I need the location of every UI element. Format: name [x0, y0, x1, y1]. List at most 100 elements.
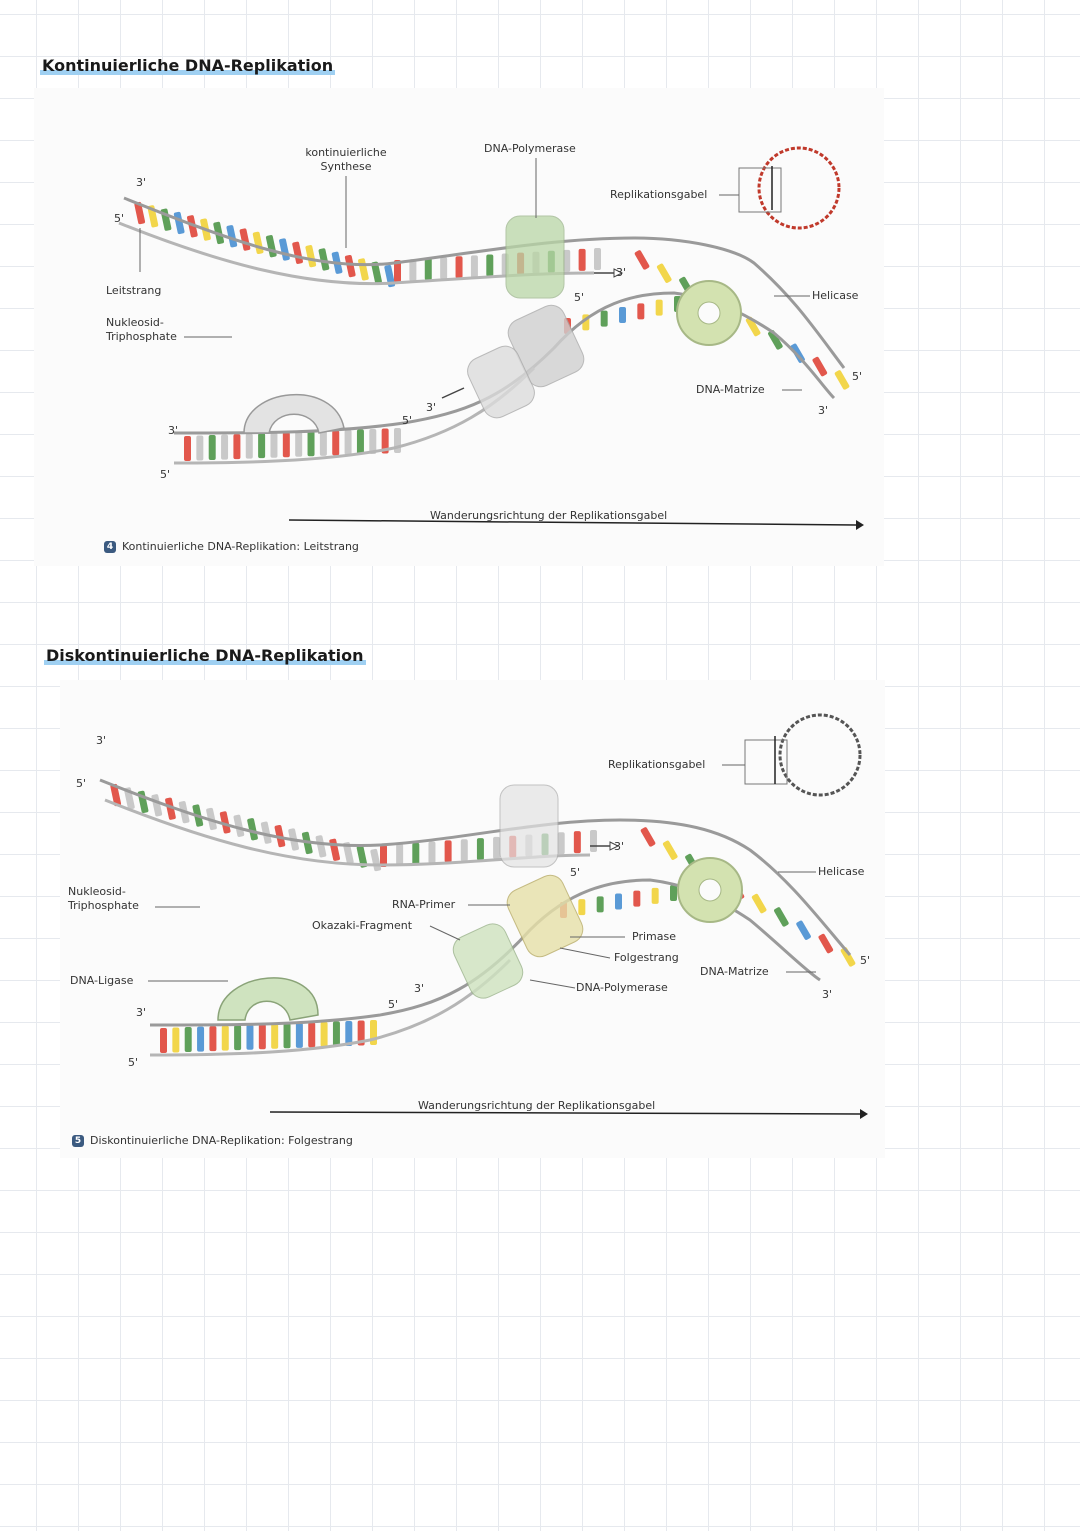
- wanderung-arrow: [269, 1111, 861, 1115]
- prime-label: 3': [168, 424, 179, 437]
- base-pair-rung: [357, 1020, 365, 1046]
- wanderung-arrow: [288, 519, 857, 526]
- diagram-discontinuous-replication: Replikationsgabel Helicase Nukleosid- Tr…: [60, 680, 885, 1158]
- base-pair-rung: [428, 841, 436, 864]
- base-pair-rung: [634, 250, 650, 270]
- prime-label: 5': [388, 998, 399, 1011]
- label-nukleosid-triphosphate: Nukleosid- Triphosphate: [68, 885, 139, 912]
- base-pair-rung: [315, 835, 327, 858]
- base-pair-rung: [173, 211, 185, 235]
- base-pair-rung: [344, 429, 352, 455]
- base-pair-rung: [444, 840, 452, 863]
- base-pair-rung: [662, 840, 678, 860]
- prime-label: 3': [616, 266, 627, 279]
- polymerase-lower-shape-2: [467, 345, 535, 419]
- base-pair-rung: [424, 258, 432, 281]
- label-okazaki-fragment: Okazaki-Fragment: [312, 919, 413, 932]
- base-pair-rung: [412, 842, 420, 865]
- base-pair-rung: [751, 893, 767, 914]
- base-pair-rung: [226, 225, 238, 248]
- base-pair-rung: [774, 907, 789, 927]
- prime-label: 3': [414, 982, 425, 995]
- base-pair-rung: [184, 1027, 192, 1053]
- base-pair-rung: [282, 432, 290, 458]
- base-pair-rung: [332, 430, 340, 456]
- prime-label: 3': [822, 988, 833, 1001]
- base-pair-rung: [380, 845, 387, 867]
- replikationsgabel-box: [738, 167, 782, 213]
- label-wanderungsrichtung: Wanderungsrichtung der Replikationsgabel: [418, 1099, 656, 1112]
- label-helicase: Helicase: [812, 289, 859, 302]
- replication-bubble-circle: [757, 146, 841, 230]
- base-pair-rung: [600, 310, 608, 327]
- base-pair-rung: [834, 370, 850, 390]
- base-pair-rung: [656, 263, 672, 283]
- prime-label: 3': [614, 840, 625, 853]
- base-pair-rung: [455, 256, 463, 279]
- base-pair-rung: [221, 434, 229, 460]
- base-pair-rung: [239, 228, 251, 251]
- base-pair-rung: [233, 434, 241, 460]
- base-pair-rung: [344, 254, 356, 278]
- prime-label: 5': [402, 414, 413, 427]
- lower-new-backbone: [149, 958, 512, 1057]
- base-pair-rung: [590, 830, 597, 852]
- base-pair-rung: [319, 430, 327, 456]
- base-pair-rung: [196, 435, 204, 461]
- diagram-continuous-replication: kontinuierliche Synthese DNA-Polymerase …: [34, 88, 884, 566]
- base-pair-rung: [283, 1023, 291, 1049]
- label-dna-matrize: DNA-Matrize: [700, 965, 769, 978]
- replication-bubble-circle: [778, 713, 862, 797]
- base-pair-rung: [818, 933, 834, 954]
- upper-template-backbone: [99, 778, 852, 956]
- base-pair-rung: [460, 839, 468, 862]
- base-pair-rung: [476, 838, 484, 861]
- base-pair-rung: [486, 254, 494, 277]
- prime-label: 5': [114, 212, 125, 225]
- base-pair-rung: [270, 432, 278, 458]
- prime-label: 5': [570, 866, 581, 879]
- base-pair-rung: [655, 299, 663, 316]
- prime-label: 5': [574, 291, 585, 304]
- dna-polymerase-shape: [452, 923, 524, 999]
- dna-illustration: [99, 713, 868, 1119]
- base-pair-rung: [409, 259, 417, 282]
- base-pair-rung: [651, 887, 659, 904]
- base-pair-rung: [219, 811, 231, 834]
- base-pair-rung: [493, 836, 501, 859]
- label-replikationsgabel: Replikationsgabel: [608, 758, 706, 771]
- prime-label: 3': [426, 401, 437, 414]
- caption-figure-5: 5 Diskontinuierliche DNA-Replikation: Fo…: [72, 1134, 353, 1147]
- heading-continuous: Kontinuierliche DNA-Replikation: [40, 56, 336, 75]
- heading-discontinuous: Diskontinuierliche DNA-Replikation: [44, 646, 366, 665]
- replikationsgabel-box: [744, 739, 788, 785]
- base-pair-rung: [258, 433, 266, 459]
- base-pair-rung: [329, 838, 340, 861]
- prime-label: 3': [136, 176, 147, 189]
- base-pair-rung: [247, 818, 258, 841]
- prime-label: 5': [852, 370, 863, 383]
- base-pair-rung: [308, 1022, 316, 1048]
- label-replikationsgabel: Replikationsgabel: [610, 188, 708, 201]
- upper-template-backbone: [123, 196, 846, 369]
- base-pair-rung: [305, 245, 317, 268]
- label-helicase: Helicase: [818, 865, 865, 878]
- dna-illustration: [118, 146, 864, 530]
- base-pair-rung: [578, 899, 586, 916]
- label-nukleosid-triphosphate: Nukleosid- Triphosphate: [106, 316, 177, 343]
- base-pair-rung: [633, 890, 641, 907]
- base-pair-rung: [563, 249, 571, 272]
- caption-text: Kontinuierliche DNA-Replikation: Leitstr…: [122, 540, 359, 553]
- dna-ligase-shape: [217, 977, 319, 1021]
- figure-number-badge: 5: [72, 1134, 84, 1147]
- base-pair-rung: [110, 783, 122, 807]
- base-pair-rung: [124, 787, 135, 810]
- figure-number-badge: 4: [104, 540, 116, 553]
- base-pair-rung: [356, 845, 368, 868]
- base-pair-rung: [151, 794, 163, 817]
- label-rna-primer: RNA-Primer: [392, 898, 456, 911]
- primase-shape: [506, 874, 584, 958]
- label-dna-polymerase: DNA-Polymerase: [576, 981, 668, 994]
- base-pair-rung: [358, 258, 369, 281]
- base-pair-rung: [295, 1022, 303, 1048]
